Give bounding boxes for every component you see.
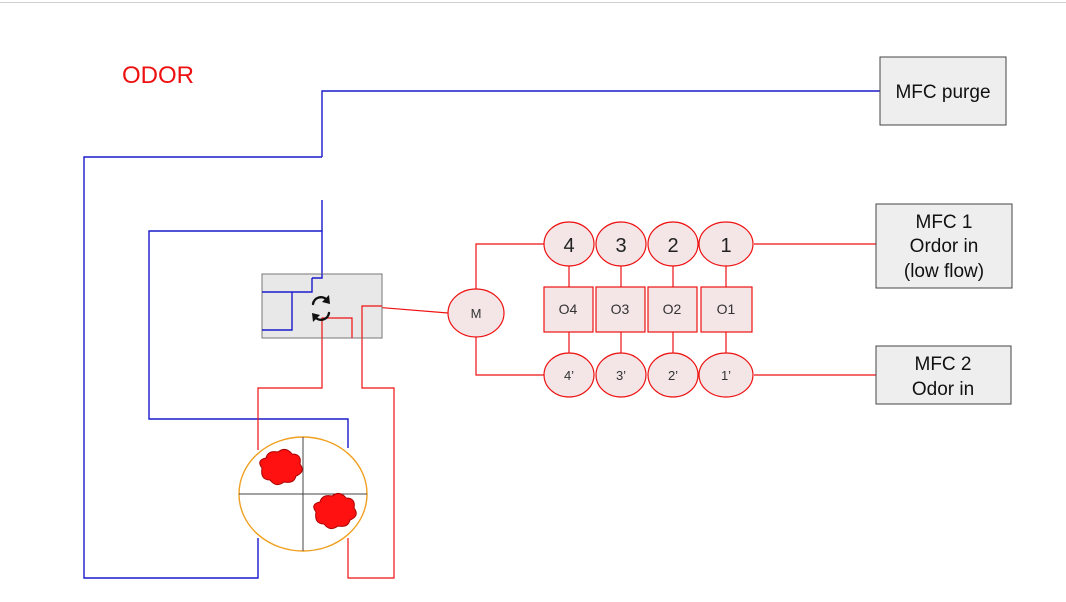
bottom-valve-3 <box>595 352 647 398</box>
top-valve-1 <box>698 221 754 267</box>
top-valve-label-3: 3 <box>615 235 626 257</box>
purge-line-inner-loop <box>148 200 349 448</box>
mfc-purge-label: MFC purge <box>895 82 990 103</box>
odor-cell-3 <box>595 286 646 333</box>
bottom-valve-label-3: 3’ <box>616 368 626 383</box>
top-valve-label-2: 2 <box>667 235 678 257</box>
mfc2-box: MFC 2 Odor in <box>875 345 1012 405</box>
odor-cell-label-4: O4 <box>559 301 578 317</box>
mfc1-label-line2: Ordor in <box>910 236 979 257</box>
top-valve-3 <box>595 221 647 267</box>
refresh-icon <box>311 295 331 322</box>
odor-cell-label-2: O2 <box>663 301 682 317</box>
odor-sample-1 <box>259 448 303 486</box>
mfc2-label-line2: Odor in <box>912 379 974 400</box>
mfc-purge-box: MFC purge <box>879 56 1007 126</box>
bottom-valve-1 <box>698 352 754 398</box>
top-valve-2 <box>647 221 699 267</box>
top-valve-row: 4 3 2 1 <box>543 221 754 267</box>
bottom-valve-2 <box>647 352 699 398</box>
odor-cell-4 <box>543 286 594 333</box>
bottom-valve-4 <box>543 352 595 398</box>
odor-cell-label-1: O1 <box>717 301 736 317</box>
mixer-top-line <box>475 243 544 290</box>
top-valve-label-1: 1 <box>720 235 731 257</box>
mfc1-label-line3: (low flow) <box>904 261 984 282</box>
mfc1-label-line1: MFC 1 <box>916 212 973 233</box>
valve-out-line <box>347 311 395 579</box>
odor-sample-2 <box>313 492 357 530</box>
mixer-node: M <box>447 288 505 338</box>
odor-cell-2 <box>647 286 698 333</box>
bottom-valve-label-1: 1’ <box>721 368 731 383</box>
odor-jar <box>238 436 368 552</box>
odor-cell-1 <box>700 286 753 333</box>
purge-line-outer-loop <box>83 156 322 579</box>
top-valve-label-4: 4 <box>563 235 574 257</box>
mfc2-label-line1: MFC 2 <box>915 354 972 375</box>
mixer-bottom-line <box>475 336 544 376</box>
bottom-valve-row: 4’ 3’ 2’ 1’ <box>543 352 754 398</box>
jar-feed-line <box>257 338 323 450</box>
bottom-valve-label-2: 2’ <box>668 368 678 383</box>
mfc1-box: MFC 1 Ordor in (low flow) <box>875 203 1013 289</box>
purge-line-main <box>321 90 880 157</box>
mixer-label: M <box>471 306 482 321</box>
top-valve-4 <box>543 221 595 267</box>
rotary-valve <box>261 273 383 339</box>
odor-cell-row: O4 O3 O2 O1 <box>543 286 753 333</box>
odor-cell-label-3: O3 <box>611 301 630 317</box>
bottom-valve-label-4: 4’ <box>564 368 574 383</box>
diagram-title: ODOR <box>122 62 194 89</box>
top-divider <box>0 2 1066 3</box>
